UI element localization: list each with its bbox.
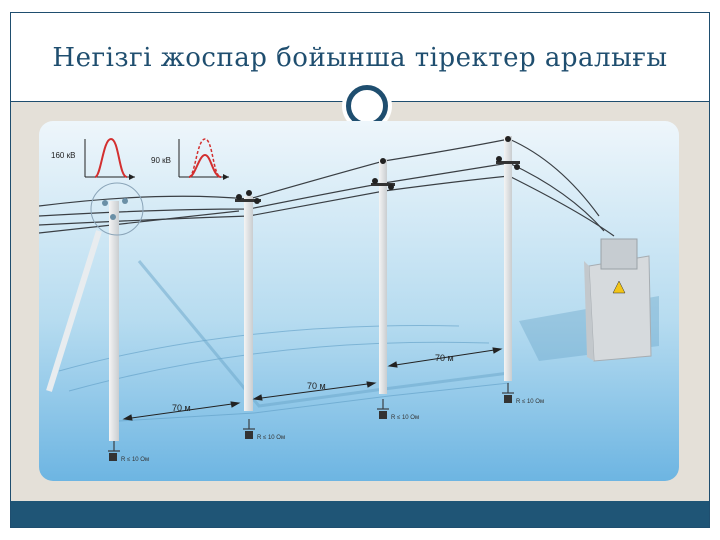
pole-3 [371,158,395,394]
voltage-inset-90: 90 кВ [151,138,229,180]
resistance-label-3: R ≤ 10 Ом [379,411,419,421]
pole-shadow-lines [137,260,510,408]
surge-curve-160 [94,137,128,178]
span-label-1: 70 м [172,403,191,413]
resistance-text-3: R ≤ 10 Ом [391,415,419,421]
resistance-text-4: R ≤ 10 Ом [516,399,544,405]
sky-background [39,121,679,481]
voltage-inset-160: 160 кВ [51,137,135,180]
resistance-text-2: R ≤ 10 Ом [257,435,285,441]
insulator-highlight-circle [90,182,144,236]
slide-frame: Негізгі жоспар бойынша тіректер аралығы [10,12,710,528]
span-arrows [122,347,503,421]
span-label-3: 70 м [435,353,454,363]
pole-4 [496,136,520,381]
power-line-diagram: 70 м 70 м 70 м R ≤ 10 Ом R ≤ 10 Ом R ≤ 1… [39,121,679,481]
surge-curve-dashed [188,138,222,178]
resistance-label-4: R ≤ 10 Ом [504,395,544,405]
pole-2 [235,190,261,411]
resistance-text-1: R ≤ 10 Ом [121,457,149,463]
voltage-label-160: 160 кВ [51,151,75,160]
surge-curve-90 [188,153,222,178]
bottom-bar [11,501,709,527]
power-line-illustration: 70 м 70 м 70 м R ≤ 10 Ом R ≤ 10 Ом R ≤ 1… [39,121,679,481]
warning-sign-icon [612,280,626,294]
slide-title: Негізгі жоспар бойынша тіректер аралығы [52,43,668,73]
ground-symbols [108,383,514,452]
transformer-kiosk [584,238,652,362]
span-label-2: 70 м [307,381,326,391]
resistance-label-2: R ≤ 10 Ом [245,431,285,441]
resistance-label-1: R ≤ 10 Ом [109,453,149,463]
pole-1 [46,182,144,441]
overhead-wires [39,138,615,237]
voltage-label-90: 90 кВ [151,156,171,165]
